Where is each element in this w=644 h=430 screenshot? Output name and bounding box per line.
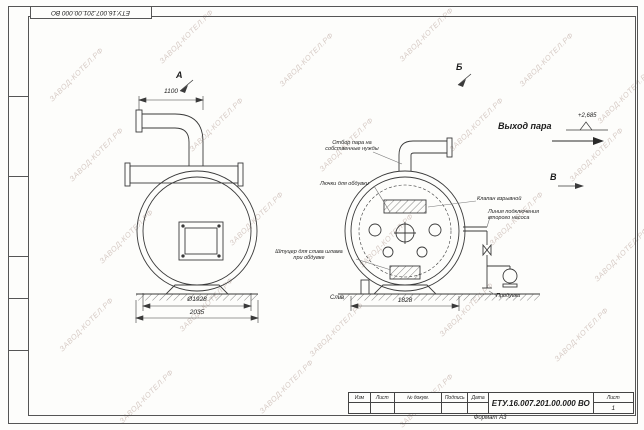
col-date: Дата — [471, 394, 485, 401]
drawing-frame — [28, 16, 636, 416]
margin-divider — [8, 298, 28, 299]
margin-divider — [8, 176, 28, 177]
title-block: Изм Лист № докум. Подпись Дата ЕТУ.16.00… — [348, 392, 634, 414]
paper-border — [8, 6, 638, 424]
view-b-label: Б — [456, 62, 463, 72]
top-stamp-box: ЕТУ.16.007.201.00.000 ВО — [30, 6, 152, 19]
steam-arrow — [552, 137, 604, 145]
title-block-doc-number: ЕТУ.16.007.201.00.000 ВО — [489, 393, 594, 413]
title-block-left: Изм Лист № докум. Подпись Дата — [349, 393, 489, 413]
annotation-explosion-valve: Клапан взрывной — [477, 196, 522, 202]
title-block-header-row: Изм Лист № докум. Подпись Дата — [349, 393, 488, 403]
annotation-steam-outlet: Выход пара — [498, 121, 552, 131]
dim-1828: 1828 — [397, 297, 413, 304]
margin-divider — [8, 96, 28, 97]
dimension-lines — [134, 96, 461, 323]
view-arrows — [179, 73, 584, 189]
left-margin-column — [8, 6, 28, 422]
annotation-steam-own-needs: Отбор пара на собственные нужды — [325, 140, 379, 153]
sheet-label: Лист — [593, 393, 633, 403]
annotation-blowdown: Продувки — [496, 293, 521, 299]
sheet-value: 1 — [611, 404, 616, 412]
annotation-hatches: Лючки для обдувки — [320, 181, 369, 187]
title-block-sheet: Лист 1 — [593, 393, 633, 413]
drain-label: Слив — [330, 295, 345, 301]
col-sign: Подпись — [442, 393, 469, 402]
view-a-linework — [124, 109, 258, 301]
margin-divider — [8, 256, 28, 257]
format-label: Формат А3 — [473, 414, 507, 421]
col-doc: № докум. — [395, 393, 443, 402]
view-a-label: А — [176, 70, 183, 80]
annotation-elevation: +2,685 — [578, 113, 597, 119]
dim-diameter-1928: Ø1928 — [187, 295, 207, 303]
col-izm: Изм — [349, 393, 371, 402]
view-v-label: В — [550, 172, 557, 182]
annotation-sludge: Штуцер для слива шлама при обдувке — [275, 249, 343, 262]
annotation-pump-line: Линия подключения второго насоса — [488, 209, 540, 222]
dim-2035: 2035 — [189, 308, 205, 316]
title-block-empty-row — [349, 403, 488, 413]
view-b-linework — [338, 137, 540, 301]
leader-lines — [355, 151, 498, 297]
margin-divider — [8, 350, 28, 351]
col-list: Лист — [371, 393, 395, 402]
dim-1100: 1100 — [164, 88, 178, 95]
elevation-mark — [566, 121, 608, 131]
